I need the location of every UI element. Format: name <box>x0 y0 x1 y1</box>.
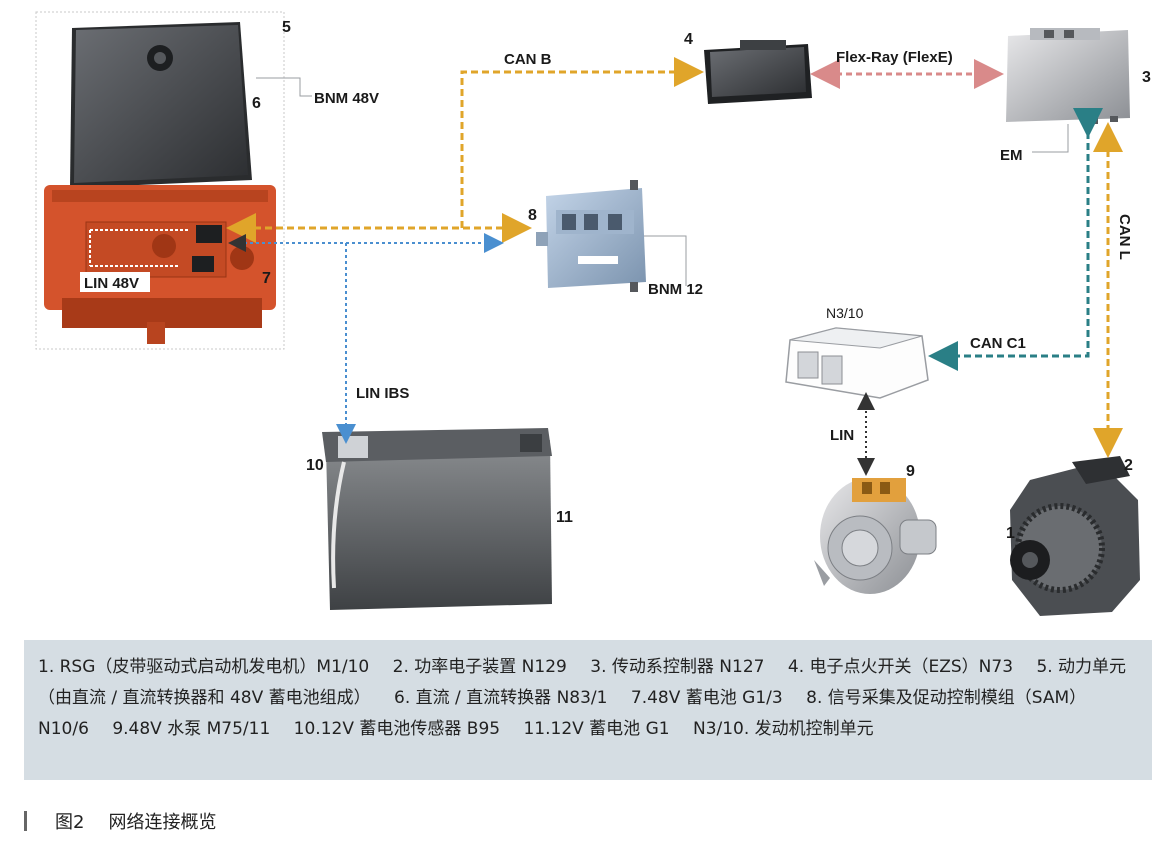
number-6: 6 <box>252 95 261 112</box>
starter-generator-image <box>1010 456 1140 616</box>
legend-item: 11.12V 蓄电池 G1 <box>523 719 670 739</box>
can-b-line <box>460 57 704 228</box>
legend-item: 3. 传动系控制器 N127 <box>590 657 765 677</box>
power-unit-outline <box>35 11 285 350</box>
figure-caption: 图2 网络连接概览 <box>24 808 216 834</box>
legend-item: 5. 动力单元（由直流 / 直流转换器和 48V 蓄电池组成） <box>38 657 1127 708</box>
legend-box: 1. RSG（皮带驱动式启动机发电机）M1/10 2. 功率电子装置 N129 … <box>24 640 1152 780</box>
sam-module-image <box>536 180 646 292</box>
figure-title: 网络连接概览 <box>108 812 217 833</box>
legend-item: 1. RSG（皮带驱动式启动机发电机）M1/10 <box>38 657 370 677</box>
can-l-label: CAN L <box>1116 214 1133 260</box>
legend-item: 9.48V 水泵 M75/11 <box>112 719 271 739</box>
water-pump-image <box>814 478 937 594</box>
engine-control-unit-image <box>785 327 929 399</box>
can-b-label: CAN B <box>504 51 552 68</box>
legend-item: 8. 信号采集及促动控制模组（SAM）N10/6 <box>38 688 1087 739</box>
ignition-switch-image <box>704 40 812 104</box>
legend-item: 7.48V 蓄电池 G1/3 <box>630 688 783 708</box>
number-8: 8 <box>528 207 537 224</box>
leader-bnm12 <box>644 235 687 286</box>
number-1: 1 <box>1006 525 1015 542</box>
bnm48-label: BNM 48V <box>314 90 379 107</box>
em-label: EM <box>1000 147 1023 164</box>
number-9: 9 <box>906 463 915 480</box>
legend-item: N3/10. 发动机控制单元 <box>692 719 874 739</box>
legend-item: 10.12V 蓄电池传感器 B95 <box>293 719 501 739</box>
network-diagram: CAN B Flex-Ray (FlexE) BNM 48V BNM 12 LI… <box>35 11 1151 616</box>
lin-label: LIN <box>830 427 854 444</box>
drivetrain-controller-image <box>1006 28 1130 124</box>
figure-number: 图2 <box>55 812 85 833</box>
leader-em <box>1032 124 1069 153</box>
lin48-label-bg <box>80 272 150 292</box>
caption-bar <box>24 811 27 831</box>
number-10: 10 <box>306 457 324 474</box>
lin48-label: LIN 48V <box>84 275 139 292</box>
number-3: 3 <box>1142 69 1151 86</box>
legend-item: 4. 电子点火开关（EZS）N73 <box>787 657 1014 677</box>
number-11: 11 <box>556 509 573 526</box>
power-unit-image <box>44 22 276 344</box>
leader-bnm48 <box>256 77 312 97</box>
can-c1-label: CAN C1 <box>970 335 1026 352</box>
number-4: 4 <box>684 31 693 48</box>
battery-12v-image <box>322 428 552 610</box>
number-7: 7 <box>262 270 271 287</box>
legend-item: 6. 直流 / 直流转换器 N83/1 <box>394 688 608 708</box>
number-5: 5 <box>282 19 291 36</box>
n3-10-label: N3/10 <box>826 305 864 321</box>
number-2: 2 <box>1124 457 1133 474</box>
legend-item: 2. 功率电子装置 N129 <box>392 657 567 677</box>
flexray-label: Flex-Ray (FlexE) <box>836 49 953 66</box>
lin-ibs-label: LIN IBS <box>356 385 409 402</box>
can-c1-line <box>928 108 1103 371</box>
bnm12-label: BNM 12 <box>648 281 703 298</box>
